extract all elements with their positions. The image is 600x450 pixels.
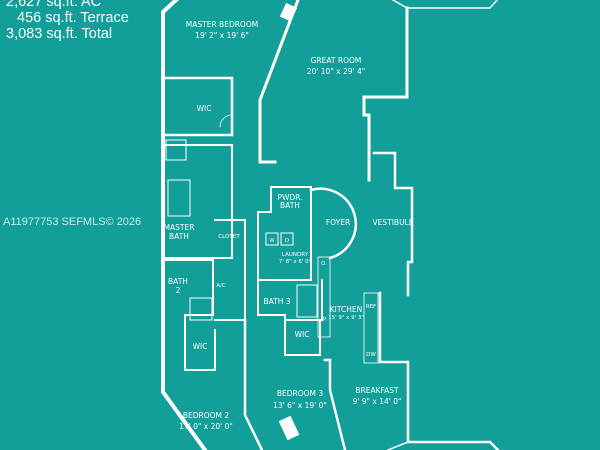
master-column xyxy=(279,2,298,22)
master-bedroom-label: MASTER BEDROOM xyxy=(186,20,258,29)
bedroom3-column xyxy=(278,415,300,441)
bedroom3-label: BEDROOM 3 xyxy=(277,389,324,398)
pwdr-bath-label-2: BATH xyxy=(280,201,300,210)
bedroom3-walls xyxy=(243,318,264,450)
laundry-label: LAUNDRY xyxy=(282,252,309,258)
great-room-label: GREAT ROOM xyxy=(311,56,362,65)
wic-master-label: WIC xyxy=(197,104,212,113)
wic-bed2-label: WIC xyxy=(193,342,208,351)
bath3-walls xyxy=(257,279,323,321)
room-labels: MASTER BEDROOM 19' 2" x 19' 6" GREAT ROO… xyxy=(164,20,414,431)
area-terrace: 456 sq.ft. Terrace xyxy=(17,10,129,26)
master-bath-label-1: MASTER xyxy=(164,223,195,232)
bath3-tub xyxy=(296,284,318,318)
bath2-walls xyxy=(162,259,216,371)
kitchen-wall-east xyxy=(378,291,500,450)
vestibule-wall xyxy=(372,151,414,297)
dw-label: DW xyxy=(366,352,376,358)
kitchen-counter xyxy=(363,292,379,364)
kitchen-dims: 15' 9" x 9' 3" xyxy=(328,315,364,321)
pwdr-bath-label-1: PWDR. xyxy=(277,193,302,202)
bedroom3-dims: 13' 6" x 19' 0" xyxy=(273,401,327,410)
bedroom2-dims: 17' 0" x 20' 0" xyxy=(179,422,233,431)
great-room-dims: 20' 10" x 29' 4" xyxy=(307,67,365,76)
shower xyxy=(165,139,187,161)
kitchen-label: KITCHEN xyxy=(330,305,363,314)
wic-master-walls xyxy=(161,76,234,137)
bedroom2-label: BEDROOM 2 xyxy=(183,411,230,420)
walls xyxy=(161,0,500,450)
wic-bed3-walls xyxy=(284,319,321,356)
master-wall-east xyxy=(258,0,300,164)
dryer-label: D xyxy=(285,238,289,244)
vestibule-label: VESTIBULE xyxy=(373,218,414,227)
area-total: 3,083 sq.ft. Total xyxy=(6,26,113,42)
breakfast-wall-bottom xyxy=(387,441,409,450)
master-bath-label-2: BATH xyxy=(169,232,189,241)
master-bedroom-dims: 19' 2" x 19' 6" xyxy=(195,31,249,40)
mls-watermark: A11977753 SEFMLS© 2026 xyxy=(3,216,142,228)
breakfast-dims: 9' 9" x 14' 0" xyxy=(353,397,402,406)
breakfast-label: BREAKFAST xyxy=(355,386,399,395)
wic-bed3-label: WIC xyxy=(295,330,310,339)
bath2-label-1: BATH xyxy=(168,277,188,286)
wic-door xyxy=(219,114,233,128)
dryer xyxy=(280,232,294,246)
area-summary: 2,627 sq.ft. AC 456 sq.ft. Terrace 3,083… xyxy=(6,0,129,42)
bath2-label-2: 2 xyxy=(176,286,181,295)
bath2-shower xyxy=(189,297,213,321)
closet-label: CLOSET xyxy=(218,234,240,240)
master-bath-walls xyxy=(162,144,233,259)
foyer-label: FOYER xyxy=(326,218,350,227)
bedroom3-east xyxy=(323,358,347,450)
oven-label: O. xyxy=(321,261,327,267)
foyer-curve xyxy=(309,187,357,260)
area-ac: 2,627 sq.ft. AC xyxy=(6,0,102,10)
oven xyxy=(317,256,331,338)
ac-label: A/C xyxy=(216,283,226,289)
ref-label: REF xyxy=(366,304,376,310)
washer-label: W xyxy=(269,238,275,244)
bath3-label: BATH 3 xyxy=(263,297,290,306)
laundry-dims: 7' 8" x 6' 0" xyxy=(279,259,311,265)
outer-wall-west xyxy=(161,0,208,450)
great-room-wall-top xyxy=(391,0,498,9)
tub xyxy=(167,179,191,217)
great-room-wall-east xyxy=(362,6,409,182)
closet-walls xyxy=(214,219,246,321)
washer xyxy=(265,232,279,246)
pantry-label: P. xyxy=(323,317,327,323)
